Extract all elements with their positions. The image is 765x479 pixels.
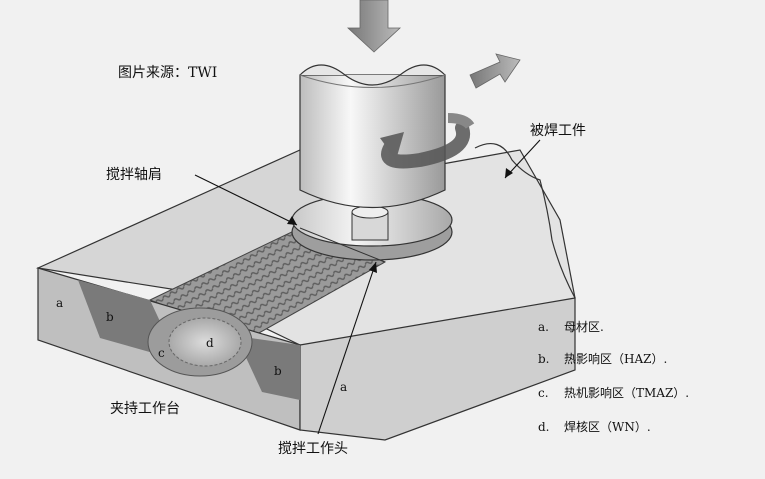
leader-tool <box>317 261 377 435</box>
zone-mark-b-right: b <box>274 364 282 378</box>
down-force-arrow-icon <box>346 0 402 53</box>
tool-cylinder-top <box>299 64 446 86</box>
workpiece-torn-edge <box>474 142 576 299</box>
zone-mark-a-left: a <box>56 296 64 310</box>
leader-shoulder-head <box>287 216 297 225</box>
travel-direction-arrow-icon <box>469 53 521 89</box>
leader-shoulder <box>194 174 298 226</box>
legend-text: 热机影响区（TMAZ）. <box>564 386 690 400</box>
seam-boundary-line <box>299 227 386 263</box>
legend-key: c. <box>538 386 549 400</box>
legend-item-a: a. 母材区. <box>538 318 604 335</box>
label-clamp-table: 夹持工作台 <box>110 401 180 417</box>
legend-key: b. <box>538 352 550 366</box>
nugget-zone <box>168 317 242 367</box>
label-tool: 搅拌工作头 <box>278 441 348 457</box>
block-side-face <box>299 297 576 441</box>
zone-mark-c: c <box>158 346 165 360</box>
zone-mark-d: d <box>206 336 214 350</box>
legend-text: 热影响区（HAZ）. <box>564 352 668 366</box>
legend-text: 母材区. <box>564 320 604 334</box>
leader-tool-head <box>369 262 377 273</box>
haz-right <box>236 336 300 400</box>
legend-item-d: d. 焊核区（WN）. <box>538 418 651 435</box>
zone-mark-a-right: a <box>340 380 348 394</box>
rotation-arrow-back <box>447 113 475 130</box>
tool-cylinder <box>299 74 446 208</box>
label-workpiece: 被焊工件 <box>530 123 586 139</box>
legend-item-c: c. 热机影响区（TMAZ）. <box>538 384 689 401</box>
leader-workpiece-head <box>505 168 513 178</box>
label-shoulder: 搅拌轴肩 <box>106 167 162 183</box>
rotation-arrowhead-icon <box>380 132 404 160</box>
legend-text: 焊核区（WN）. <box>564 420 651 434</box>
legend-key: d. <box>538 420 550 434</box>
legend-key: a. <box>538 320 549 334</box>
source-note: 图片来源：TWI <box>118 65 218 81</box>
legend-item-b: b. 热影响区（HAZ）. <box>538 350 667 367</box>
zone-mark-b-left: b <box>106 310 114 324</box>
rotation-arrow-icon <box>381 121 471 169</box>
